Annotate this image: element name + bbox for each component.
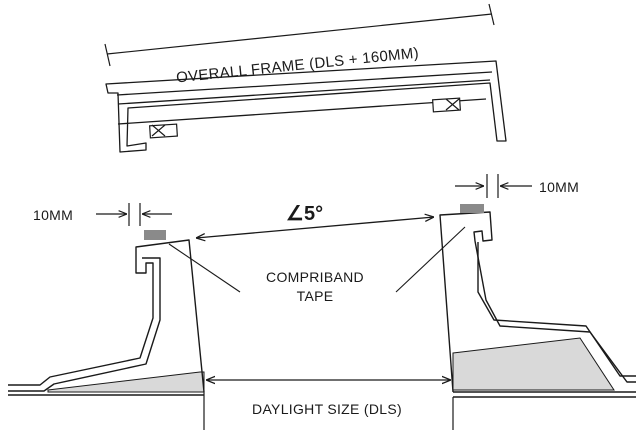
right-wedge [452, 337, 615, 391]
frame-gasket-left [149, 123, 178, 139]
angle-symbol: ∠ [286, 203, 304, 225]
frame-gasket-right [432, 97, 461, 113]
angle-dimension-arrow [196, 217, 434, 238]
left-kerb [8, 239, 205, 396]
right-kerb [439, 211, 636, 398]
left-gap-label: 10MM [33, 207, 73, 223]
top-frame [105, 60, 507, 153]
daylight-label: DAYLIGHT SIZE (DLS) [252, 401, 402, 417]
left-gap-dimension [96, 203, 172, 226]
left-wedge [47, 371, 205, 393]
overall-frame-label: OVERALL FRAME (DLS + 160MM) [175, 45, 419, 87]
right-gap-dimension [455, 174, 532, 198]
overall-frame-dimension [104, 3, 495, 67]
angle-value: 5° [304, 203, 323, 225]
compriband-leaders [168, 226, 466, 293]
left-compriband-tape [144, 230, 166, 240]
right-compriband-tape [460, 204, 484, 213]
right-gap-label: 10MM [539, 179, 579, 195]
compriband-label-line2: TAPE [297, 288, 334, 304]
compriband-label-line1: COMPRIBAND [266, 269, 364, 285]
